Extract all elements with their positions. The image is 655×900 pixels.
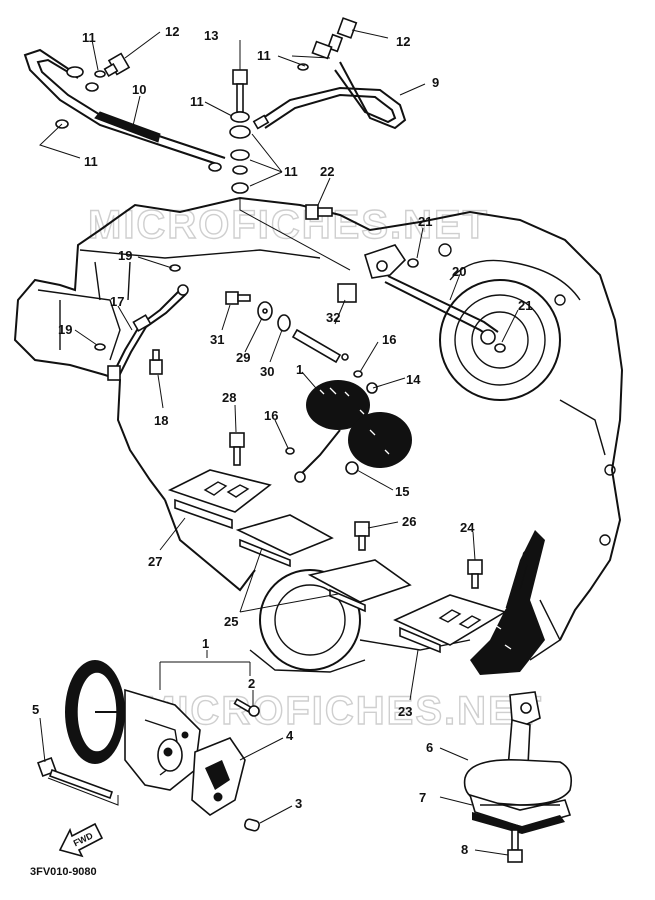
o-rings-16 — [285, 370, 363, 455]
callout-11: 11 — [190, 94, 204, 109]
callout-3: 3 — [295, 796, 302, 811]
oil-pipe-20 — [364, 244, 499, 345]
bolt-28 — [229, 432, 245, 466]
leader-lines — [39, 29, 528, 856]
shaft-32 — [291, 283, 357, 364]
oil-delivery-pipe-9 — [259, 61, 407, 130]
callout-32: 32 — [326, 310, 340, 325]
callout-11: 11 — [84, 154, 98, 169]
callout-12: 12 — [165, 24, 179, 39]
bolt-31 — [225, 291, 251, 305]
callout-24: 24 — [460, 520, 475, 535]
bolt-26 — [354, 521, 370, 551]
callout-26: 26 — [402, 514, 416, 529]
callout-18: 18 — [154, 413, 168, 428]
baffle-plate-23 — [393, 594, 507, 654]
callout-1: 1 — [296, 362, 303, 377]
callout-21: 21 — [518, 298, 532, 313]
o-rings-19 — [94, 264, 181, 351]
callout-16: 16 — [264, 408, 278, 423]
callout-11: 11 — [284, 164, 298, 179]
bolt-8 — [507, 829, 523, 863]
oil-pump-assembly — [65, 660, 201, 791]
forward-direction-arrow: FWD — [58, 822, 104, 858]
callout-29: 29 — [236, 350, 250, 365]
callout-19: 19 — [118, 248, 132, 263]
callout-5: 5 — [32, 702, 39, 717]
callout-1: 1 — [202, 636, 209, 651]
callout-28: 28 — [222, 390, 236, 405]
callout-7: 7 — [419, 790, 426, 805]
callout-6: 6 — [522, 548, 529, 563]
callout-20: 20 — [452, 264, 466, 279]
callout-21: 21 — [418, 214, 432, 229]
callout-labels: 12 11 13 11 12 9 10 11 11 11 22 21 20 21… — [32, 24, 532, 857]
callout-2: 2 — [248, 676, 255, 691]
seal-30 — [277, 314, 291, 332]
callout-23: 23 — [398, 704, 412, 719]
o-rings-21 — [407, 258, 506, 353]
gaskets-11 — [55, 63, 309, 172]
dowel-pin-3 — [244, 818, 260, 832]
pump-cover-4 — [191, 737, 246, 816]
baffle-plate-27 — [167, 469, 272, 530]
washer-29 — [257, 301, 273, 321]
callout-17: 17 — [110, 294, 124, 309]
crankcase-outline — [13, 196, 624, 673]
callout-31: 31 — [210, 332, 224, 347]
callout-14: 14 — [406, 372, 421, 387]
document-code: 3FV010-9080 — [30, 866, 97, 878]
callout-15: 15 — [395, 484, 409, 499]
callout-12: 12 — [396, 34, 410, 49]
callout-11: 11 — [257, 48, 271, 63]
oil-strainer-assembly — [294, 380, 412, 483]
callout-8: 8 — [461, 842, 468, 857]
callout-4: 4 — [286, 728, 294, 743]
callout-19: 19 — [58, 322, 72, 337]
union-bolt-13 — [229, 69, 270, 194]
oil-pan-gasket-6 — [470, 530, 545, 675]
baffle-plates-25 — [235, 514, 412, 613]
callout-10: 10 — [132, 82, 146, 97]
bolt-5 — [37, 757, 114, 800]
screw-2 — [233, 698, 260, 717]
callout-6: 6 — [426, 740, 433, 755]
callout-25: 25 — [224, 614, 238, 629]
oil-delivery-pipe-10 — [23, 48, 226, 166]
callout-27: 27 — [148, 554, 162, 569]
bolt-22 — [305, 204, 333, 220]
oil-pipe-17 — [107, 284, 189, 381]
callout-30: 30 — [260, 364, 274, 379]
callout-22: 22 — [320, 164, 334, 179]
watermark-bottom: MICROFICHES.NET — [142, 689, 543, 733]
callout-11: 11 — [82, 30, 96, 45]
callout-16: 16 — [382, 332, 396, 347]
callout-13: 13 — [204, 28, 218, 43]
union-bolt-12a — [103, 52, 131, 78]
bolt-24 — [467, 559, 483, 589]
union-bolt-12b — [311, 17, 358, 60]
bolt-18 — [149, 349, 163, 375]
callout-9: 9 — [432, 75, 439, 90]
oil-strainer-pipe-assembly — [463, 691, 573, 834]
